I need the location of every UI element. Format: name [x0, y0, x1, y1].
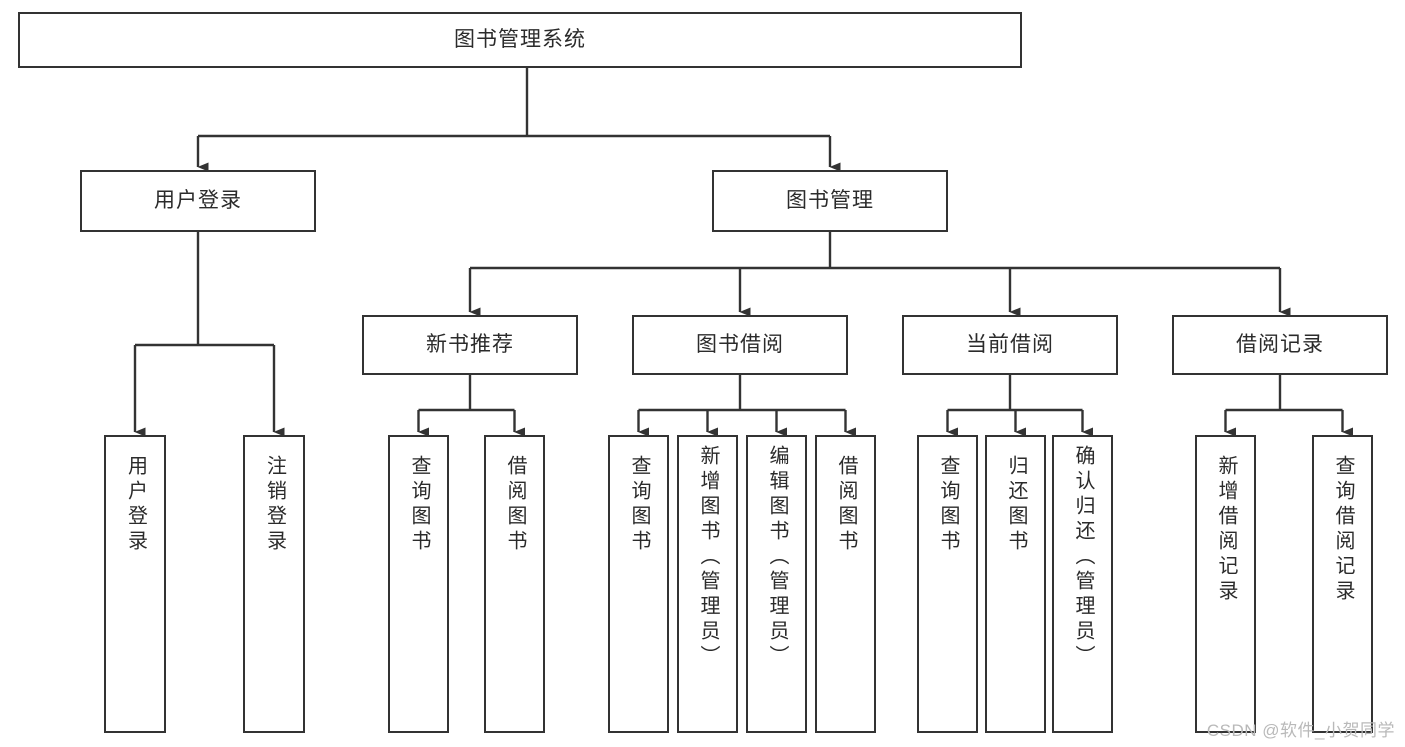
node-leaf-return-book[interactable]: 归还图书 — [985, 435, 1046, 733]
node-leaf-confirm-return-label: 确认归还（管理员） — [1072, 445, 1094, 670]
node-new-book-rec[interactable]: 新书推荐 — [362, 315, 578, 375]
node-book-borrow[interactable]: 图书借阅 — [632, 315, 848, 375]
node-root-system[interactable]: 图书管理系统 — [18, 12, 1022, 68]
node-borrow-record[interactable]: 借阅记录 — [1172, 315, 1388, 375]
node-leaf-query-book-2-label: 查询图书 — [628, 455, 650, 555]
node-leaf-user-logout-label: 注销登录 — [263, 455, 286, 555]
node-leaf-query-book-3[interactable]: 查询图书 — [917, 435, 978, 733]
edge-group — [133, 68, 1353, 437]
node-leaf-edit-book-label: 编辑图书（管理员） — [766, 445, 788, 670]
node-leaf-borrow-book-1[interactable]: 借阅图书 — [484, 435, 545, 733]
node-leaf-query-book-3-label: 查询图书 — [937, 455, 959, 555]
node-new-book-rec-label: 新书推荐 — [426, 333, 514, 357]
node-current-borrow[interactable]: 当前借阅 — [902, 315, 1118, 375]
node-user-login-label: 用户登录 — [154, 189, 242, 213]
node-leaf-add-record-label: 新增借阅记录 — [1215, 455, 1237, 605]
node-leaf-query-record[interactable]: 查询借阅记录 — [1312, 435, 1373, 733]
node-current-borrow-label: 当前借阅 — [966, 333, 1054, 357]
node-leaf-query-book-2[interactable]: 查询图书 — [608, 435, 669, 733]
node-leaf-return-book-label: 归还图书 — [1005, 455, 1027, 555]
node-leaf-query-book-1[interactable]: 查询图书 — [388, 435, 449, 733]
node-root-label: 图书管理系统 — [454, 28, 586, 52]
node-leaf-add-book-label: 新增图书（管理员） — [697, 445, 719, 670]
node-leaf-borrow-book-2-label: 借阅图书 — [835, 455, 857, 555]
node-book-borrow-label: 图书借阅 — [696, 333, 784, 357]
node-leaf-borrow-book-1-label: 借阅图书 — [504, 455, 526, 555]
node-book-manage-label: 图书管理 — [786, 189, 874, 213]
node-leaf-edit-book[interactable]: 编辑图书（管理员） — [746, 435, 807, 733]
node-leaf-query-record-label: 查询借阅记录 — [1332, 455, 1354, 605]
node-leaf-add-record[interactable]: 新增借阅记录 — [1195, 435, 1256, 733]
node-leaf-query-book-1-label: 查询图书 — [408, 455, 430, 555]
node-leaf-confirm-return[interactable]: 确认归还（管理员） — [1052, 435, 1113, 733]
node-leaf-user-logout[interactable]: 注销登录 — [243, 435, 305, 733]
node-leaf-borrow-book-2[interactable]: 借阅图书 — [815, 435, 876, 733]
node-user-login[interactable]: 用户登录 — [80, 170, 316, 232]
node-book-manage[interactable]: 图书管理 — [712, 170, 948, 232]
node-leaf-user-login-label: 用户登录 — [124, 455, 147, 555]
node-leaf-add-book[interactable]: 新增图书（管理员） — [677, 435, 738, 733]
node-leaf-user-login[interactable]: 用户登录 — [104, 435, 166, 733]
node-borrow-record-label: 借阅记录 — [1236, 333, 1324, 357]
